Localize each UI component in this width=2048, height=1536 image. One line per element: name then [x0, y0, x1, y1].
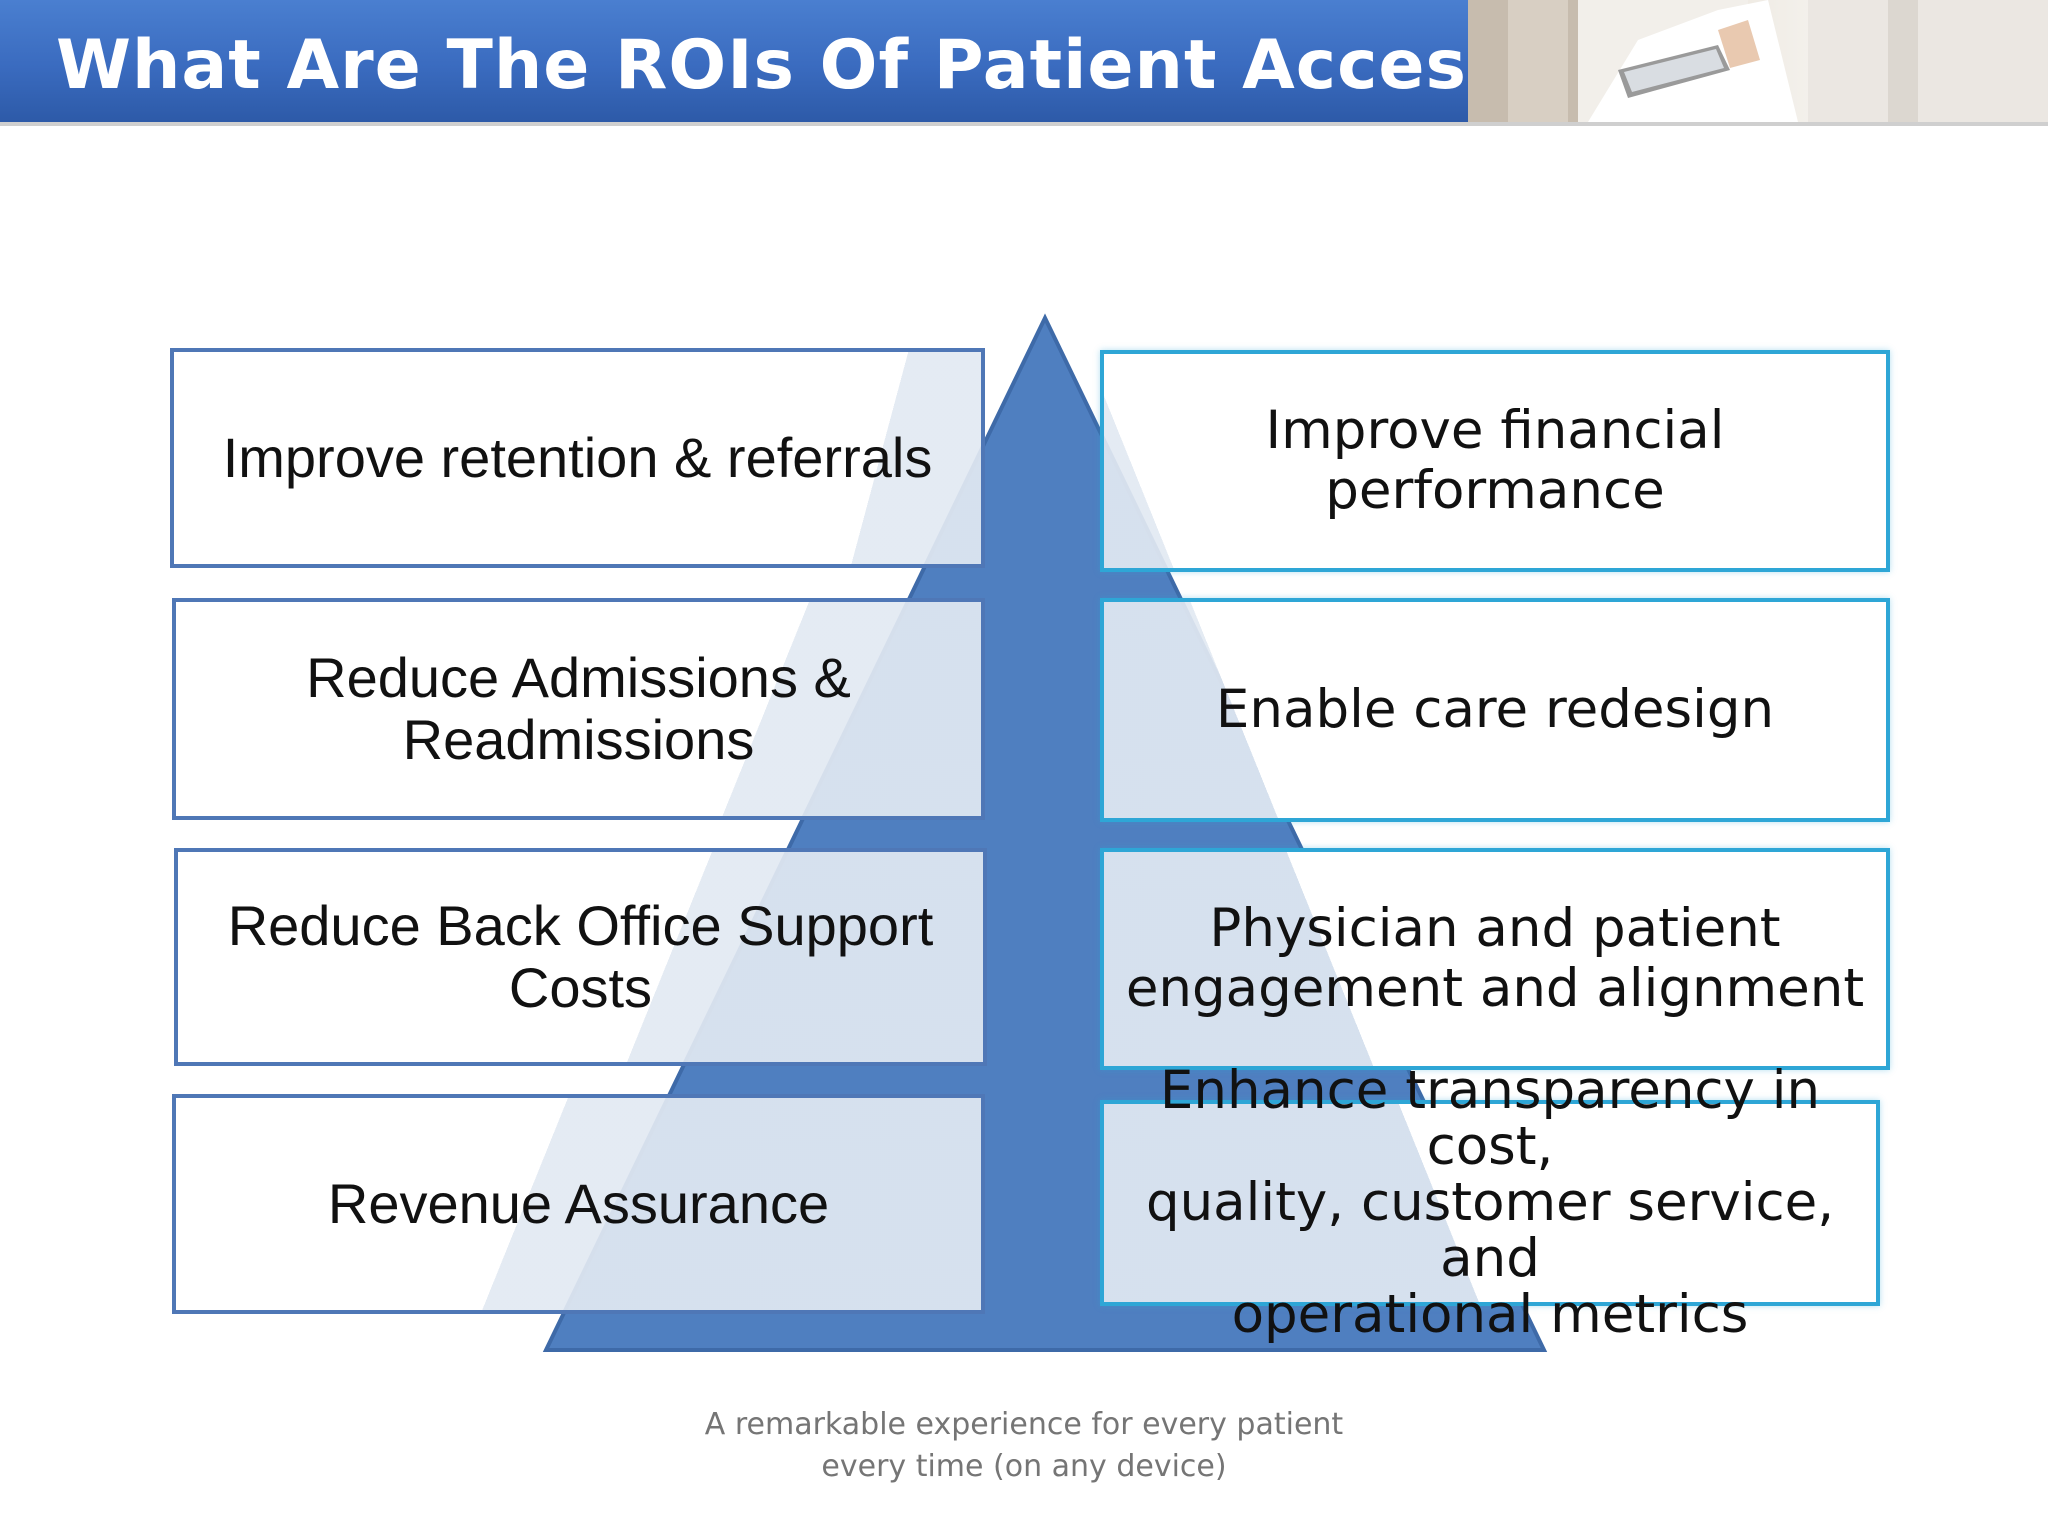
left-box-text: Revenue Assurance [327, 1172, 830, 1235]
right-box-financial: Improve financial performance [1100, 350, 1890, 572]
right-box-text: operational metrics [1231, 1284, 1749, 1345]
left-box-revenue: Revenue Assurance [172, 1094, 985, 1314]
right-box-text: Physician and patient [1209, 898, 1781, 959]
left-box-text: Costs [508, 956, 653, 1019]
left-box-text: Reduce Admissions & [306, 646, 851, 709]
doctor-with-tablet-photo [1468, 0, 2048, 126]
slide-title: What Are The ROIs Of Patient Access? [56, 26, 1549, 105]
left-box-text: Reduce Back Office Support [227, 894, 934, 957]
right-box-engagement: Physician and patient engagement and ali… [1100, 848, 1890, 1070]
left-box-back-office: Reduce Back Office Support Costs [174, 848, 987, 1066]
pyramid-triangle [542, 313, 1548, 1352]
footer-tagline: A remarkable experience for every patien… [624, 1404, 1424, 1488]
title-bar: What Are The ROIs Of Patient Access? [0, 0, 1548, 126]
left-box-retention: Improve retention & referrals [170, 348, 985, 568]
left-box-text: Readmissions [402, 708, 755, 771]
tagline-line: A remarkable experience for every patien… [704, 1407, 1344, 1442]
right-box-care-redesign: Enable care redesign [1100, 598, 1890, 822]
left-box-admissions: Reduce Admissions & Readmissions [172, 598, 985, 820]
right-box-text: Enhance transparency in cost, [1159, 1060, 1821, 1177]
left-box-text: Improve retention & referrals [222, 426, 933, 489]
tagline-line: every time (on any device) [821, 1449, 1227, 1484]
right-box-text: engagement and alignment [1125, 958, 1865, 1019]
right-box-text: Enable care redesign [1215, 679, 1775, 740]
right-box-text: Improve financial performance [1265, 400, 1725, 521]
right-box-transparency: Enhance transparency in cost, quality, c… [1100, 1063, 1880, 1343]
right-box-text: quality, customer service, and [1145, 1172, 1835, 1289]
